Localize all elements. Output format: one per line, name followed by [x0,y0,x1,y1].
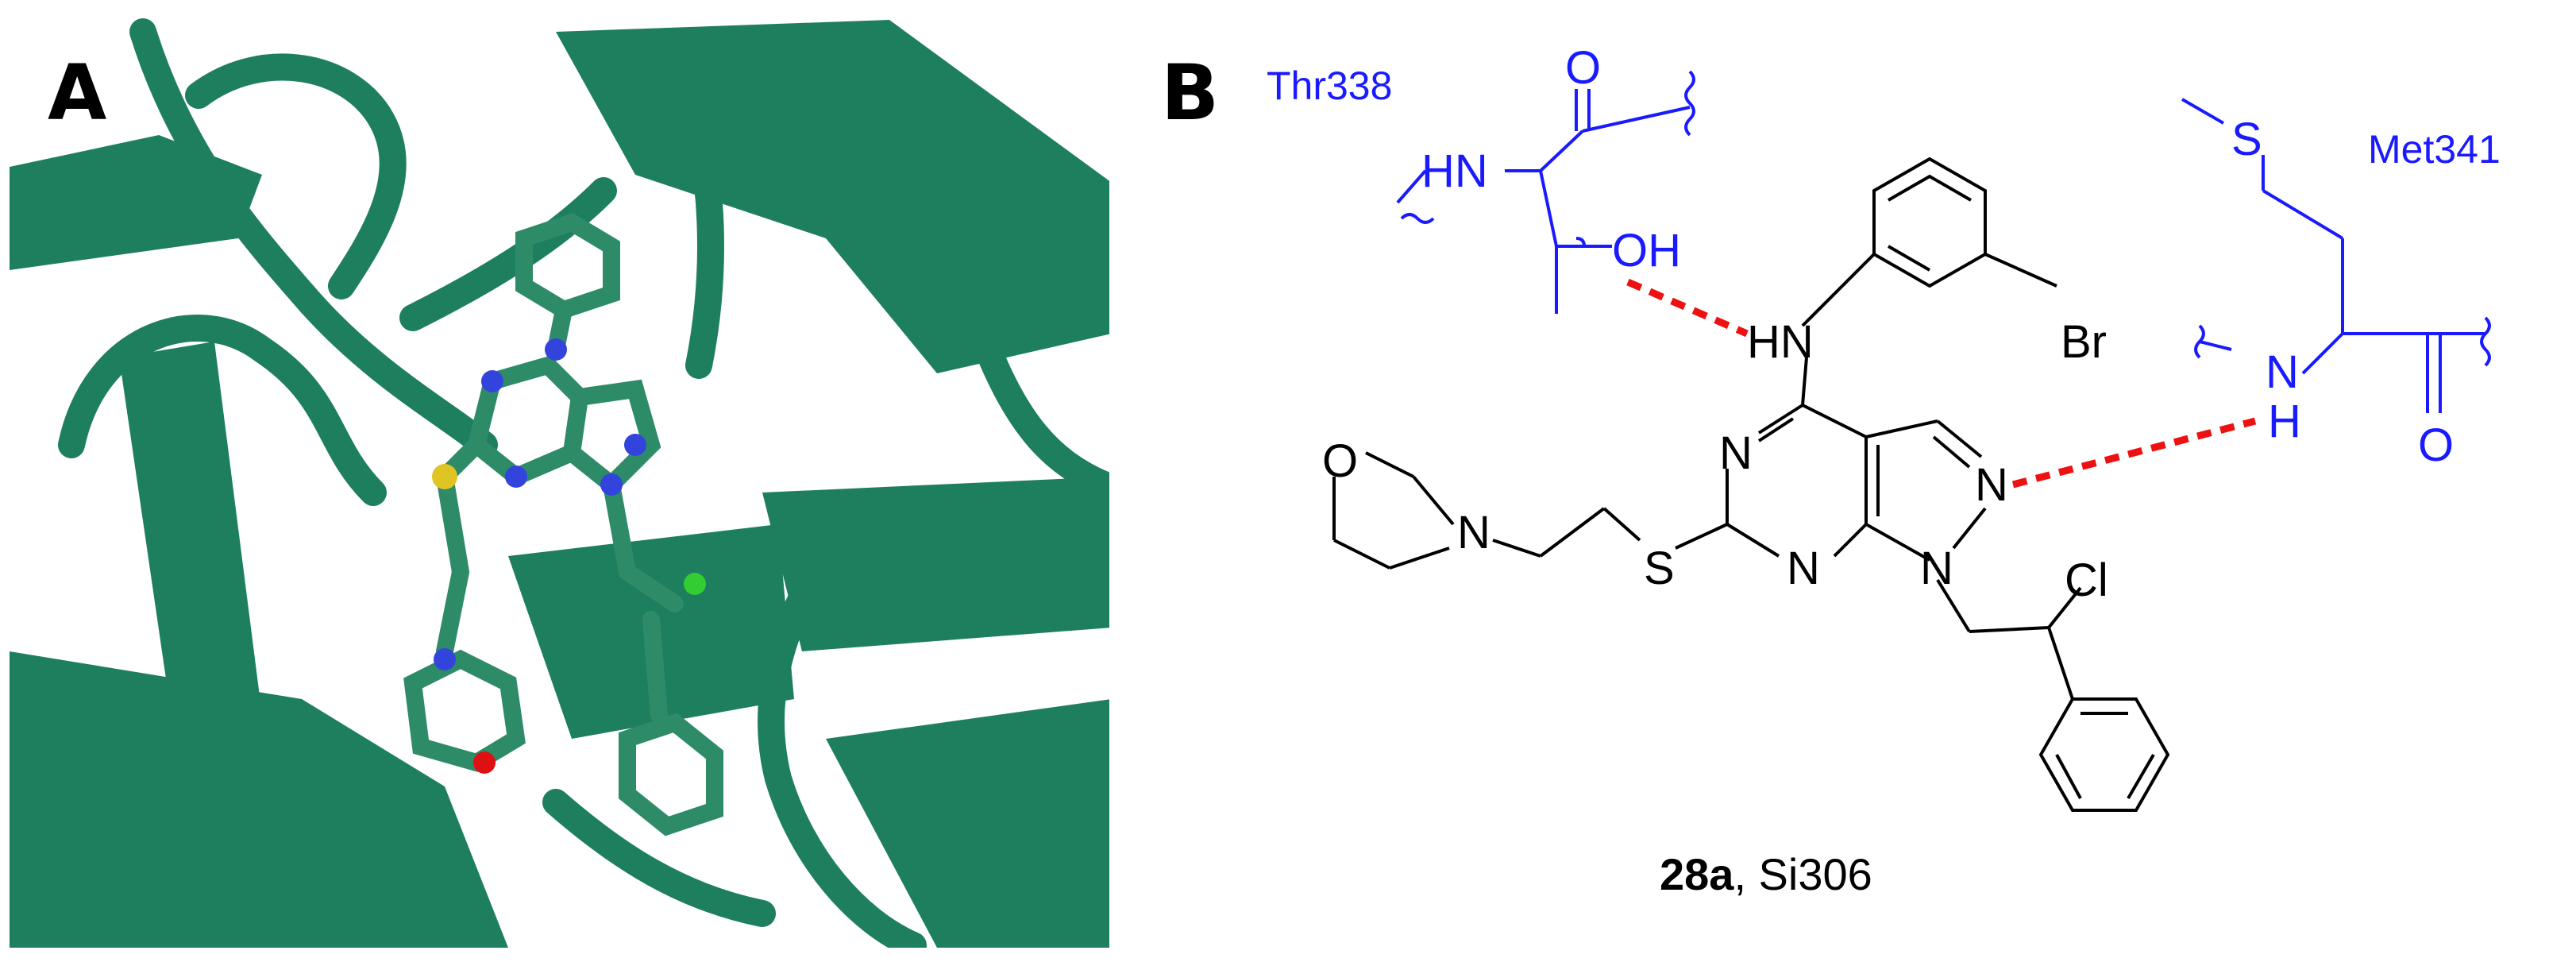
panel-b-label: B [1161,48,1219,137]
panel-b: B Thr338 O HN OH [1161,42,2501,899]
met341-amine-n: N [2266,346,2299,398]
ligand-bromo: Br [2061,316,2107,368]
residue-thr338 [1396,70,1695,314]
met341-amine-h: H [2268,396,2301,447]
protein-ribbon [10,18,1109,948]
hbond-met341-nh-to-pyrazole-n [2011,417,2257,489]
ligand-morpholine-o: O [1322,435,1358,487]
thr338-carbonyl-oxygen: O [1565,42,1601,94]
ligand-3d [403,212,723,836]
ligand-atoms [432,338,706,774]
thr338-amine: HN [1421,145,1488,197]
beta-sheet-upper-right [556,20,1109,373]
ligand-attached-n: N [1920,543,1953,594]
compound-name: , Si306 [1733,849,1872,899]
residue-met341 [2181,98,2491,413]
ligand-pyrazole-n: N [1975,459,2008,511]
loops [34,18,1109,948]
ligand-chloro: Cl [2065,554,2108,606]
hydrogen-bonds [1626,278,2257,489]
ligand-ring-n-left: N [1719,427,1753,479]
panel-a: A [10,14,1109,948]
compound-caption: 28a, Si306 [1660,849,1872,899]
ligand-ring-n-bottom: N [1787,543,1820,594]
residue-thr338-name: Thr338 [1267,64,1392,108]
beta-sheet-bottom-right [826,699,1109,948]
compound-id: 28a [1660,849,1734,899]
met341-carbonyl-oxygen: O [2418,419,2454,471]
ligand-thioether-s: S [1644,543,1675,594]
beta-strand-left [119,342,262,739]
ligand-amine: HN [1747,316,1814,368]
panel-a-label: A [48,48,106,137]
ligand-skeleton [1332,156,2170,812]
thr338-hydroxyl: OH [1612,225,1681,276]
met341-sulfur: S [2231,114,2262,165]
hbond-thr338-oh-to-ligand-hn [1626,278,1749,338]
ligand-morpholine-n: N [1457,507,1490,558]
residue-met341-name: Met341 [2368,127,2501,172]
